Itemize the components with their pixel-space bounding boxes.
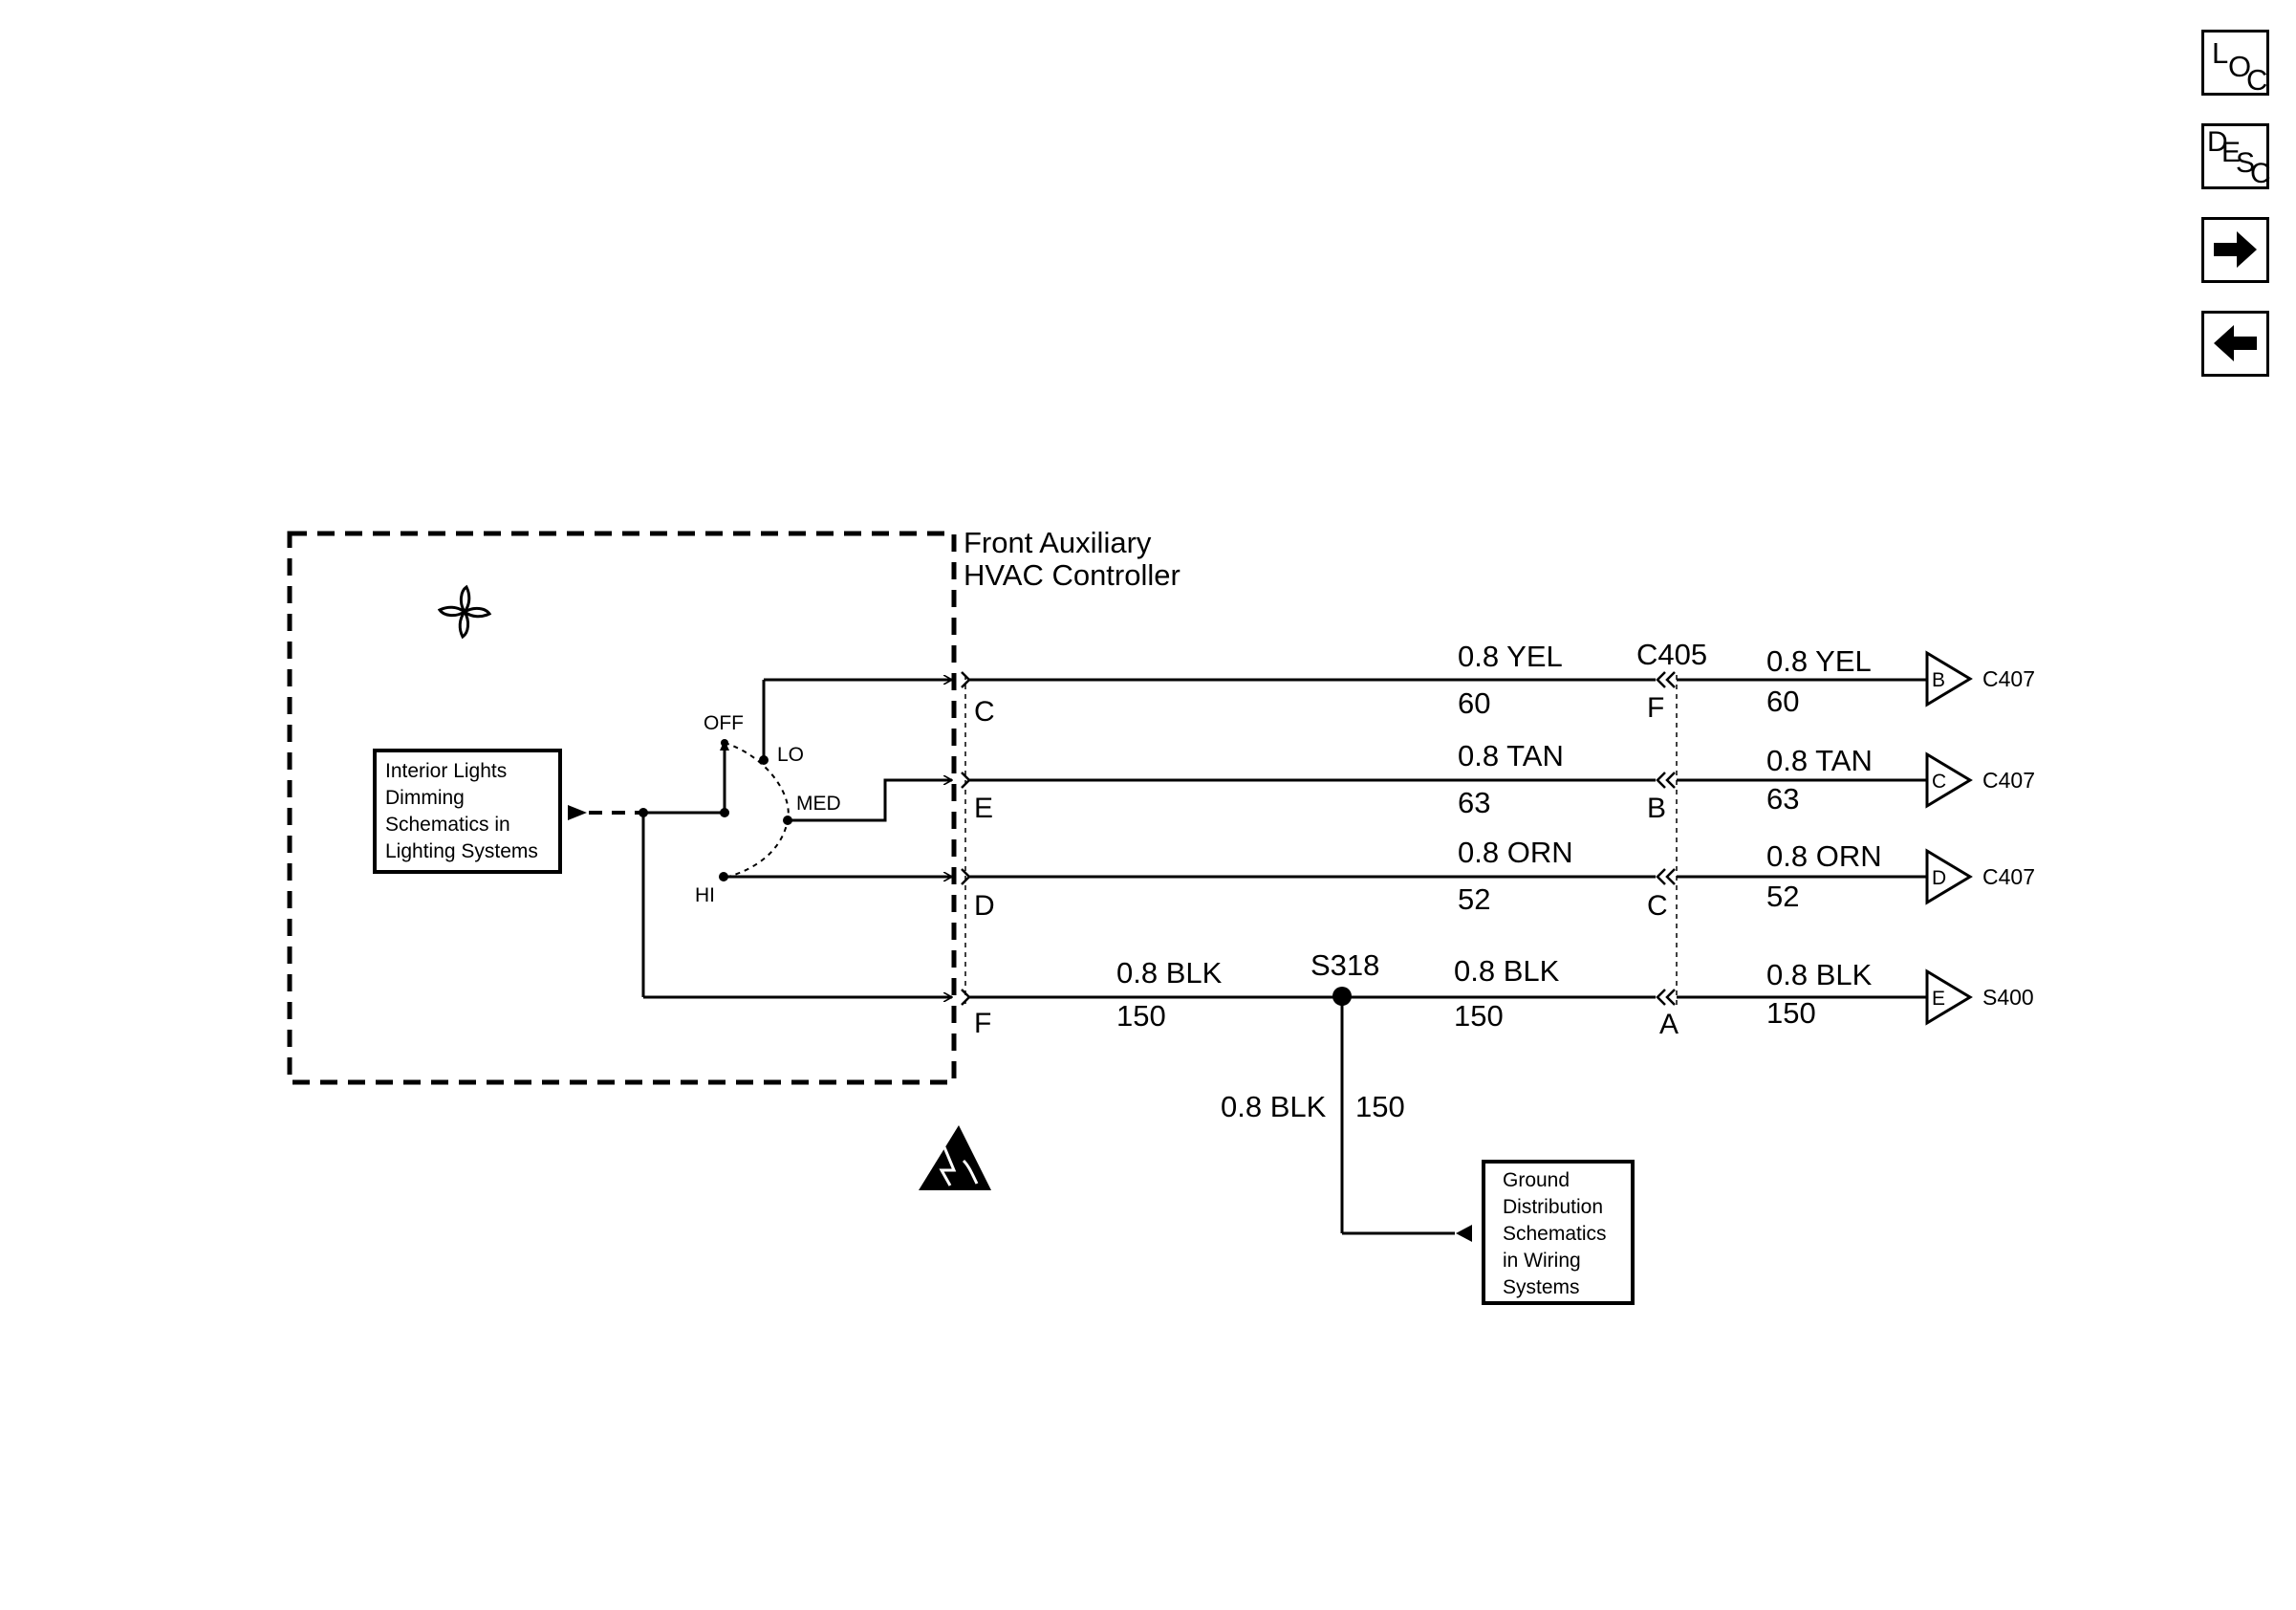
wire-color-label: 0.8 BLK bbox=[1116, 956, 1223, 990]
circuit-number-label: 150 bbox=[1766, 996, 1816, 1030]
loc-letter-l: L bbox=[2212, 36, 2229, 70]
arrow-left-icon bbox=[2214, 325, 2257, 361]
switch-label-off: OFF bbox=[704, 712, 744, 734]
c405-pin-label: B bbox=[1647, 793, 1666, 824]
arrow-right-icon bbox=[2214, 231, 2257, 268]
wire-color-label: 0.8 BLK bbox=[1454, 954, 1560, 988]
destination-flag[interactable]: D C407 bbox=[1925, 848, 2035, 905]
destination-label: S400 bbox=[1982, 985, 2034, 1010]
splice-label: S318 bbox=[1310, 948, 1379, 982]
controller-pin-label: E bbox=[974, 793, 993, 824]
destination-pin: B bbox=[1932, 669, 1945, 691]
desc-letter-s: S bbox=[2236, 147, 2256, 179]
wire-color-label: 0.8 ORN bbox=[1766, 839, 1882, 873]
wire-color-label: 0.8 ORN bbox=[1458, 836, 1573, 869]
ground-circuit-number: 150 bbox=[1355, 1090, 1405, 1123]
junction-dot bbox=[639, 808, 648, 817]
controller-pin-label: C bbox=[974, 696, 995, 728]
wire-color-label: 0.8 TAN bbox=[1458, 739, 1564, 772]
ground-line-1: Ground bbox=[1503, 1169, 1570, 1191]
circuit-number-label: 150 bbox=[1454, 999, 1504, 1033]
dimming-output-arrow bbox=[568, 805, 587, 820]
destination-flag[interactable]: C C407 bbox=[1925, 751, 2035, 809]
ground-line-2: Distribution bbox=[1503, 1196, 1603, 1218]
dimming-line-1: Interior Lights bbox=[385, 760, 507, 782]
c405-pin-label: C bbox=[1647, 890, 1668, 922]
circuit-number-label: 52 bbox=[1458, 882, 1490, 916]
destination-label: C407 bbox=[1982, 864, 2035, 889]
destination-label: C407 bbox=[1982, 666, 2035, 691]
c405-pin-label: F bbox=[1647, 692, 1664, 724]
switch-label-lo: LO bbox=[777, 744, 804, 766]
fan-icon bbox=[437, 584, 492, 640]
esd-warning-icon bbox=[919, 1125, 991, 1190]
med-wire bbox=[788, 780, 952, 822]
circuit-number-label: 60 bbox=[1458, 686, 1490, 720]
wire-color-label: 0.8 YEL bbox=[1458, 640, 1563, 673]
desc-letter-e: E bbox=[2221, 137, 2242, 168]
controller-title-line1: Front Auxiliary bbox=[964, 526, 1152, 559]
destination-flag[interactable]: E S400 bbox=[1925, 968, 2034, 1026]
destination-pin: C bbox=[1932, 771, 1946, 793]
dimming-line-4: Lighting Systems bbox=[385, 840, 538, 862]
loc-letter-c: C bbox=[2246, 63, 2268, 97]
c405-pin-chevrons bbox=[1656, 671, 1676, 1006]
connector-c405-label: C405 bbox=[1636, 638, 1707, 671]
switch-label-med: MED bbox=[796, 793, 841, 815]
wire-color-label: 0.8 TAN bbox=[1766, 744, 1873, 777]
circuit-number-label: 60 bbox=[1766, 685, 1799, 718]
circuit-number-label: 63 bbox=[1458, 786, 1490, 819]
loc-letter-o: O bbox=[2228, 50, 2252, 83]
ground-wire-color: 0.8 BLK bbox=[1221, 1090, 1327, 1123]
dimming-line-3: Schematics in bbox=[385, 814, 510, 836]
destination-label: C407 bbox=[1982, 768, 2035, 793]
ground-reference-box[interactable] bbox=[1482, 1160, 1635, 1305]
dimming-reference-box[interactable] bbox=[373, 749, 562, 874]
ground-input-arrow bbox=[1456, 1225, 1472, 1242]
controller-pin-label: D bbox=[974, 890, 995, 922]
ground-line-5: Systems bbox=[1503, 1276, 1580, 1298]
back-button[interactable] bbox=[2201, 311, 2269, 377]
desc-button[interactable]: D E S C bbox=[2201, 123, 2271, 189]
next-button[interactable] bbox=[2201, 217, 2269, 283]
controller-pin-label: F bbox=[974, 1008, 991, 1039]
ground-line-3: Schematics bbox=[1503, 1223, 1607, 1245]
wire-color-label: 0.8 YEL bbox=[1766, 644, 1872, 678]
controller-title-line2: HVAC Controller bbox=[964, 558, 1180, 592]
destination-flag[interactable]: B C407 bbox=[1925, 650, 2035, 707]
c405-pin-label: A bbox=[1659, 1009, 1679, 1040]
circuit-number-label: 150 bbox=[1116, 999, 1166, 1033]
desc-letter-d: D bbox=[2207, 126, 2228, 158]
destination-pin: E bbox=[1932, 988, 1945, 1010]
wire-color-label: 0.8 BLK bbox=[1766, 958, 1873, 991]
dimming-line-2: Dimming bbox=[385, 787, 465, 809]
ground-line-4: in Wiring bbox=[1503, 1250, 1581, 1272]
circuit-number-label: 63 bbox=[1766, 782, 1799, 816]
controller-enclosure bbox=[287, 531, 957, 1085]
circuit-number-label: 52 bbox=[1766, 880, 1799, 913]
desc-letter-c: C bbox=[2250, 158, 2271, 189]
switch-label-hi: HI bbox=[695, 884, 715, 906]
loc-button[interactable]: L O C bbox=[2201, 30, 2269, 96]
destination-pin: D bbox=[1932, 867, 1946, 889]
